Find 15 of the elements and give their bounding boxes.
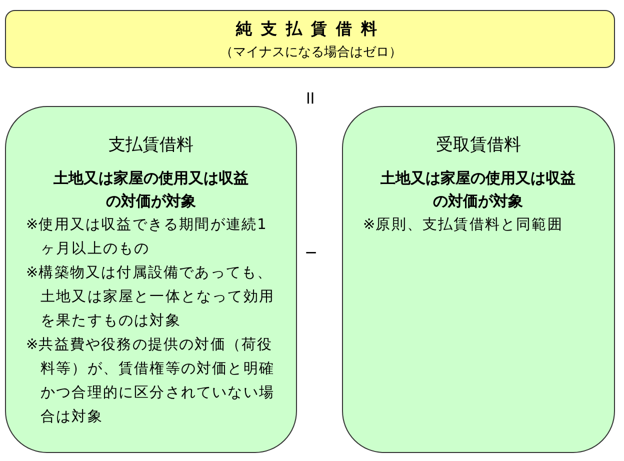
note-text: ※原則、支払賃借料と同範囲 xyxy=(363,216,564,235)
note-text: ※構築物又は付属設備であっても、土地又は家屋と一体となって効用を果たすものは対象 xyxy=(26,264,276,331)
category-box xyxy=(5,106,297,453)
result-box xyxy=(5,10,615,68)
equals-sign: ＝ xyxy=(297,87,324,109)
heading-text: 受取賃借料 xyxy=(435,134,522,156)
minus-sign: － xyxy=(300,239,322,267)
summary-text: 土地又は家屋の使用又は収益の対価が対象 xyxy=(52,168,250,212)
title-text: 純支払賃借料 xyxy=(234,19,387,40)
subtitle-text: （マイナスになる場合はゼロ） xyxy=(219,44,403,61)
heading-text: 支払賃借料 xyxy=(108,134,194,156)
category-box xyxy=(342,106,615,453)
summary-text: 土地又は家屋の使用又は収益の対価が対象 xyxy=(380,168,576,212)
note-text: ※共益費や役務の提供の対価（荷役料等）が、賃借権等の対価と明確かつ合理的に区分されていない場合は対象 xyxy=(26,336,276,427)
note-text: ※使用又は収益できる期間が連続1ヶ月以上のもの xyxy=(26,216,268,259)
